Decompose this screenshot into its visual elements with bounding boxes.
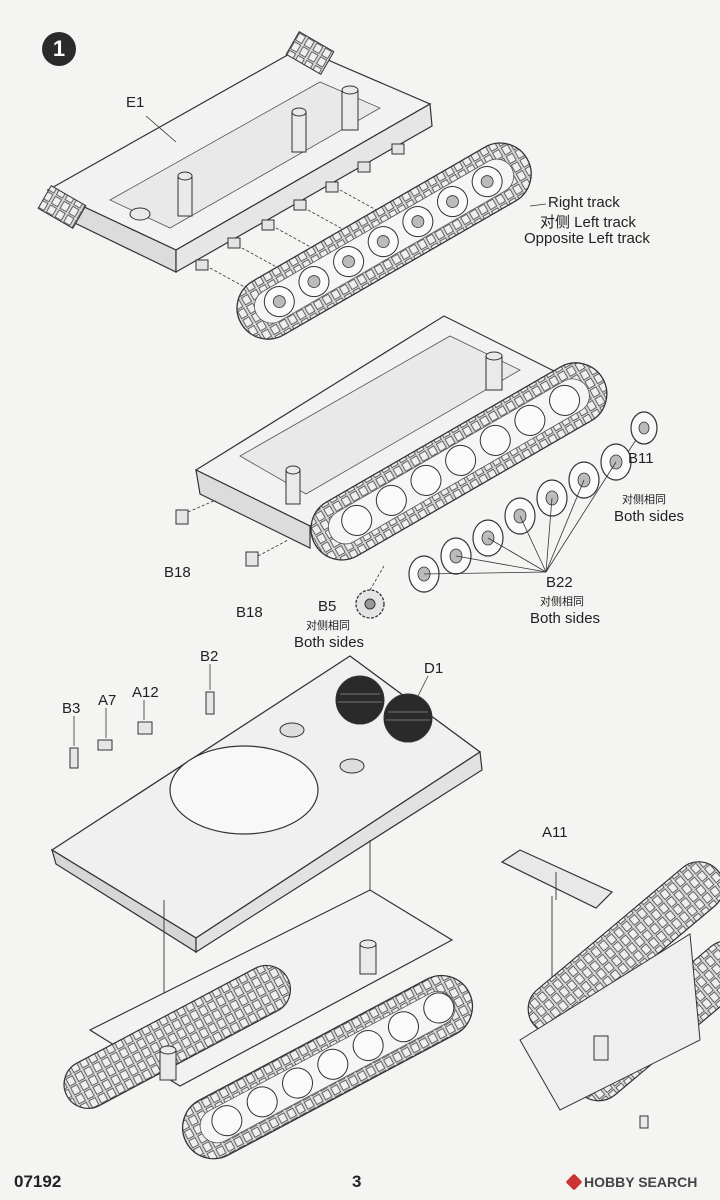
- label-b5-both-sides: Both sides: [294, 634, 365, 651]
- lower-hull-assembly: [63, 889, 474, 1160]
- label-b5: B5: [318, 598, 337, 615]
- hobbysearch-logo-icon: [565, 1173, 583, 1191]
- part-a12: [137, 721, 153, 735]
- label-a11: A11: [542, 824, 568, 841]
- page-number: 3: [352, 1172, 362, 1191]
- label-b3: B3: [62, 700, 81, 717]
- part-b2: [205, 691, 215, 715]
- label-b22-both-sides: Both sides: [530, 610, 601, 627]
- label-d1: D1: [424, 660, 444, 677]
- label-left-track-cn: 对侧 Left track: [540, 214, 636, 231]
- right-track: [236, 142, 532, 340]
- part-b18-lower: [245, 551, 259, 567]
- label-b22: B22: [546, 574, 573, 591]
- upper-hull-d1-assembly: [50, 655, 483, 1060]
- kit-code: 07192: [14, 1172, 62, 1191]
- hull-e1-assembly: [37, 31, 547, 340]
- hull-wheels-assembly: [175, 315, 658, 619]
- label-right-track: Right track: [548, 194, 620, 211]
- label-opposite-left-track: Opposite Left track: [524, 230, 650, 247]
- label-e1: E1: [126, 94, 145, 111]
- watermark-text: HOBBY SEARCH: [584, 1174, 698, 1190]
- a11-detail-assembly: [500, 849, 720, 1129]
- part-a11: [500, 849, 614, 909]
- label-a7: A7: [98, 692, 117, 709]
- label-b11-cn: 对侧相同: [622, 494, 666, 506]
- label-b5-cn: 对侧相同: [306, 620, 350, 632]
- label-b11: B11: [628, 450, 654, 467]
- part-b18-upper: [175, 509, 189, 525]
- label-b18-lower: B18: [236, 604, 263, 621]
- part-a7: [97, 739, 113, 751]
- label-b18-upper: B18: [164, 564, 191, 581]
- turret-ring: [169, 745, 319, 835]
- watermark: HOBBY SEARCH: [565, 1173, 698, 1191]
- part-b3: [69, 747, 79, 769]
- label-b22-cn: 对侧相同: [540, 596, 584, 608]
- label-b11-both-sides: Both sides: [614, 508, 685, 525]
- label-a12: A12: [132, 684, 159, 701]
- label-b2: B2: [200, 648, 219, 665]
- step-number-badge: 1: [42, 32, 76, 66]
